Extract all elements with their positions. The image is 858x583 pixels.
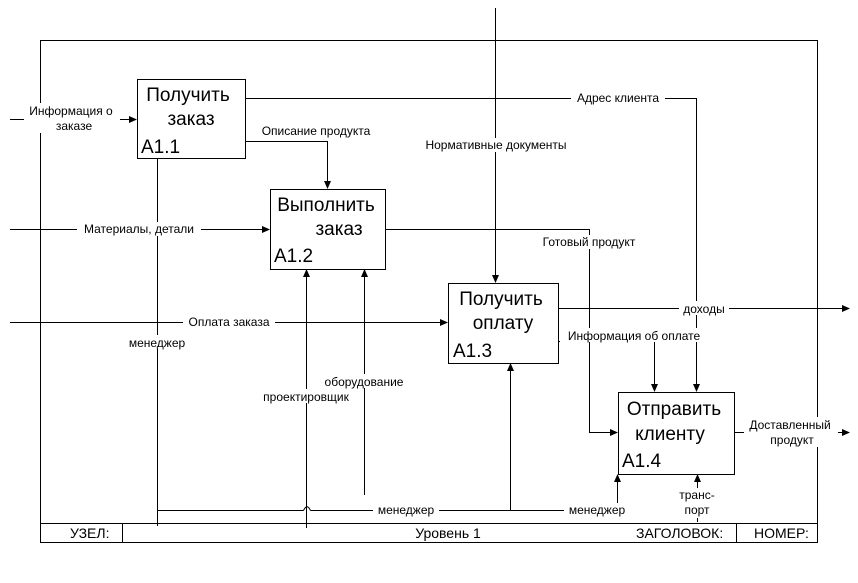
arrow-payment-info [559,341,658,392]
activity-box-a11[interactable]: Получить заказ A1.1 [137,79,246,159]
box-code: A1.4 [622,451,662,472]
label-product-description: Описание продукта [262,124,371,138]
label-delivered-product: продукт [770,433,814,447]
box-code: A1.3 [453,341,492,362]
label-transport: порт [684,503,710,517]
box-title: Получить [459,289,543,310]
arrow-product-description [246,141,331,189]
box-code: A1.1 [141,137,180,158]
label-manager: менеджер [569,503,626,517]
box-title: оплату [473,313,534,334]
box-code: A1.2 [274,246,313,267]
box-title: клиенту [635,424,705,445]
box-title: заказ [315,219,362,240]
label-materials: Материалы, детали [84,222,194,236]
label-designer: проектировщик [263,390,349,404]
box-title: Получить [146,85,230,106]
label-regulations: Нормативные документы [425,138,566,152]
label-manager: менеджер [129,336,186,350]
label-transport: транс- [679,488,714,502]
footer-level: Уровень 1 [415,525,481,541]
label-income: доходы [683,302,724,316]
label-delivered-product: Доставленный [749,418,830,432]
footer-heading: ЗАГОЛОВОК: [636,525,723,541]
activity-box-a12[interactable]: Выполнить заказ A1.2 [270,189,386,270]
diagram-frame [40,40,818,543]
label-equipment: оборудование [325,375,404,389]
box-title: Отправить [627,399,721,420]
activity-box-a14[interactable]: Отправить клиенту A1.4 [618,392,735,475]
label-finished-product: Готовый продукт [543,235,636,249]
footer-node: УЗЕЛ: [70,525,109,541]
label-payment: Оплата заказа [188,315,269,329]
label-info-order: Информация о [29,104,113,118]
activity-box-a13[interactable]: Получить оплату A1.3 [448,283,559,364]
box-title: заказ [167,109,214,130]
label-payment-info: Информация об оплате [568,329,701,343]
label-manager: менеджер [378,503,435,517]
label-info-order: заказе [56,119,93,133]
box-title: Выполнить [277,195,375,216]
arrow-client-address [246,98,700,392]
label-client-address: Адрес клиента [577,91,659,105]
footer-number: НОМЕР: [754,525,809,541]
